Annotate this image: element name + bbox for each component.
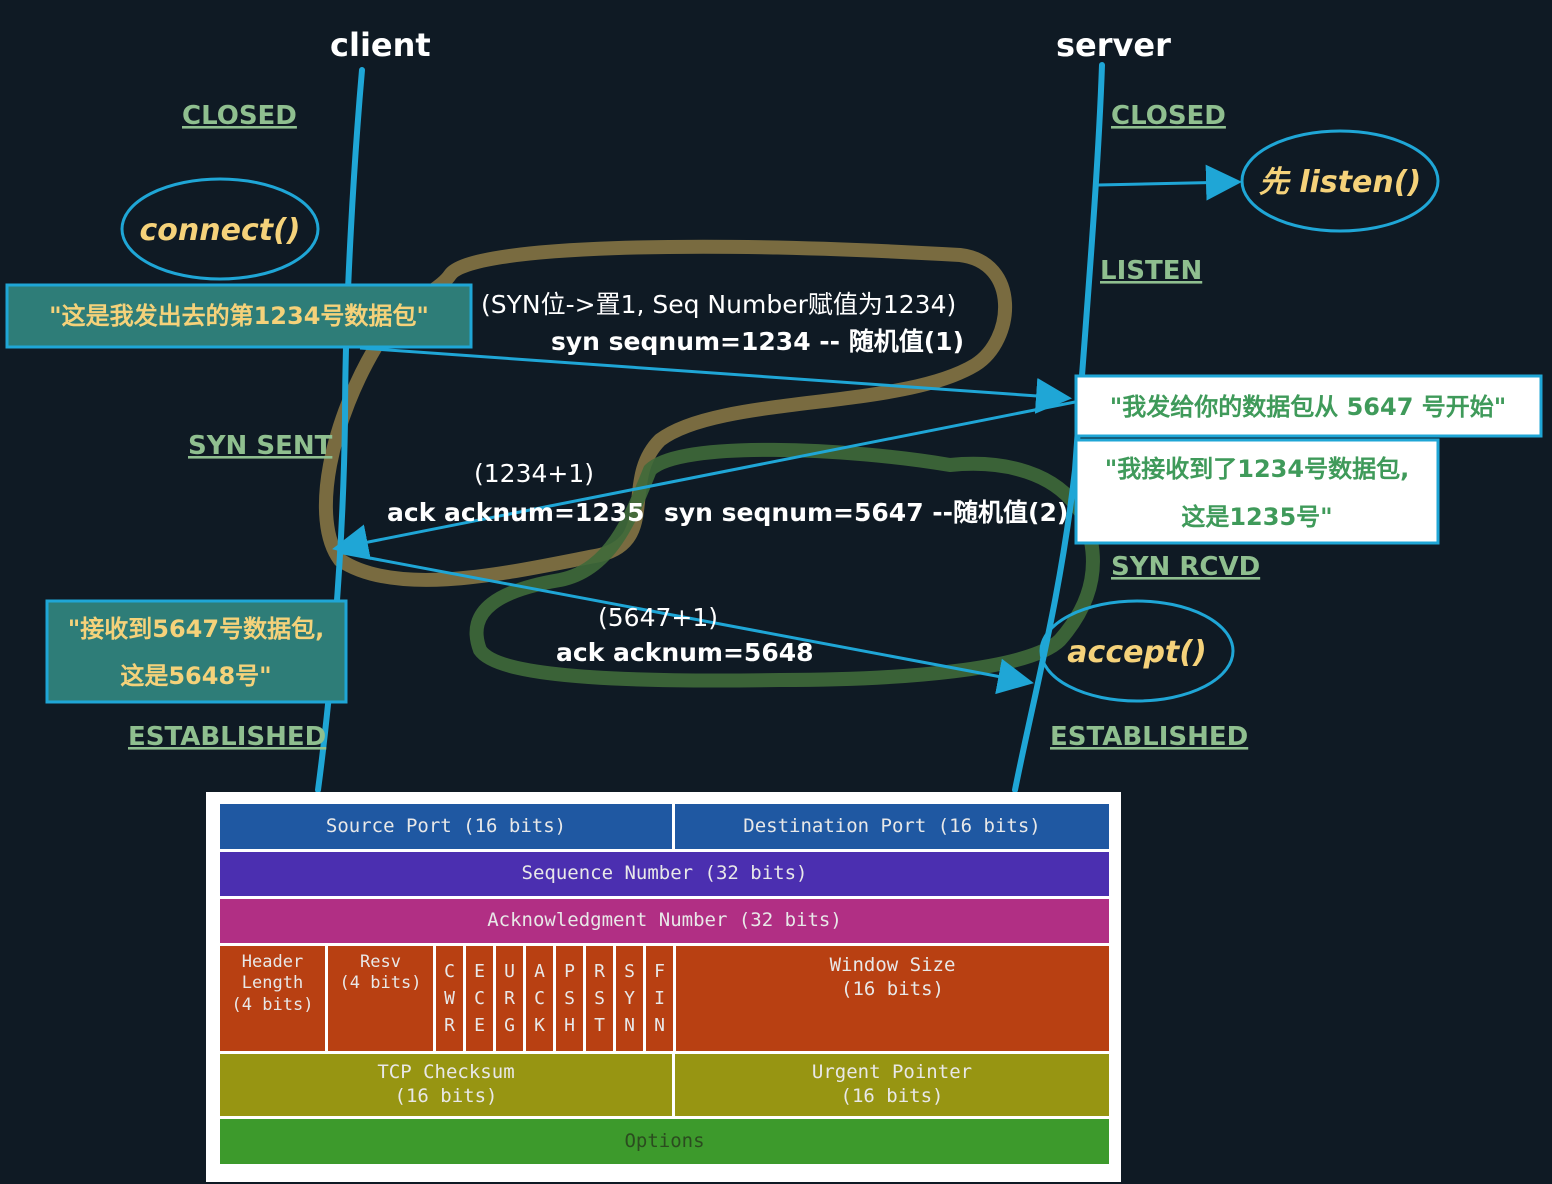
resv-line1: Resv	[360, 952, 401, 972]
syn2-label: syn seqnum=5647 --随机值(2)	[664, 498, 1068, 527]
ack1-calc: (1234+1)	[474, 459, 594, 488]
ack1-label: ack acknum=1235	[387, 498, 645, 527]
urgent-pointer-line1: Urgent Pointer	[811, 1061, 973, 1084]
client-recv-note-box	[45, 599, 348, 704]
listen-ellipse	[1240, 129, 1440, 233]
client-recv-note-line2: 这是5648号"	[120, 662, 271, 690]
header-length-line2: Length	[241, 973, 304, 994]
client-send-note: "这是我发出去的第1234号数据包"	[49, 302, 429, 330]
listen-label: 先 listen()	[1259, 165, 1421, 200]
server-state-listen: LISTEN	[1100, 256, 1202, 286]
window-size-line1: Window Size	[829, 954, 956, 976]
syn-arrow	[359, 346, 1072, 414]
tcp-header-table: Source Port (16 bits) Destination Port (…	[206, 792, 1121, 1182]
ack2-calc: (5647+1)	[598, 603, 718, 632]
client-title: client	[330, 26, 431, 64]
options-cell: Options	[624, 1129, 705, 1152]
destination-port-cell: Destination Port (16 bits)	[743, 814, 1041, 837]
tcp-row-seq: Sequence Number (32 bits)	[220, 852, 1109, 899]
server-recv-note-line1: "我接收到了1234号数据包,	[1105, 455, 1409, 483]
server-start-note-box	[1074, 374, 1543, 438]
header-length-line1: Header	[241, 952, 304, 972]
checksum-cell: TCP Checksum (16 bits)	[220, 1054, 675, 1116]
resv-cell: Resv (4 bits)	[328, 946, 436, 1051]
olive-loop	[318, 239, 1012, 587]
urgent-pointer-line2: (16 bits)	[840, 1085, 944, 1107]
server-recv-note-line2: 这是1235号"	[1181, 503, 1332, 531]
client-state-closed: CLOSED	[182, 101, 297, 131]
server-title: server	[1056, 26, 1171, 64]
syn-ack-arrow	[332, 400, 1076, 560]
server-state-syn-rcvd: SYN RCVD	[1111, 552, 1260, 582]
ack-number-cell: Acknowledgment Number (32 bits)	[487, 909, 842, 932]
window-size-cell: Window Size (16 bits)	[676, 946, 1109, 1051]
server-start-note: "我发给你的数据包从 5647 号开始"	[1110, 393, 1507, 421]
client-state-syn-sent: SYN SENT	[188, 431, 333, 461]
sequence-number-cell: Sequence Number (32 bits)	[521, 862, 808, 885]
tcp-row-options: Options	[220, 1119, 1109, 1164]
checksum-line2: (16 bits)	[394, 1085, 498, 1107]
resv-line2: (4 bits)	[339, 973, 422, 994]
connect-label: connect()	[139, 213, 300, 248]
accept-label: accept()	[1067, 635, 1206, 670]
source-port-cell: Source Port (16 bits)	[220, 804, 675, 849]
accept-ellipse	[1039, 599, 1235, 703]
tcp-row-checksum: TCP Checksum (16 bits) Urgent Pointer (1…	[220, 1054, 1109, 1119]
server-state-closed: CLOSED	[1111, 101, 1226, 131]
header-length-line3: (4 bits)	[231, 994, 314, 1015]
client-send-note-box	[5, 283, 473, 349]
header-length-cell: Header Length (4 bits)	[220, 946, 328, 1051]
server-recv-note-box	[1074, 438, 1440, 545]
client-state-established: ESTABLISHED	[128, 722, 326, 752]
listen-arrow	[1097, 164, 1242, 201]
window-size-line2: (16 bits)	[841, 977, 944, 1000]
server-state-established: ESTABLISHED	[1050, 722, 1248, 752]
tcp-row-ports: Source Port (16 bits) Destination Port (…	[220, 804, 1109, 852]
green-loop	[469, 442, 1100, 688]
tcp-row-ack: Acknowledgment Number (32 bits)	[220, 899, 1109, 946]
checksum-line1: TCP Checksum	[377, 1061, 515, 1084]
ack2-label: ack acknum=5648	[556, 638, 814, 667]
urgent-pointer-cell: Urgent Pointer (16 bits)	[675, 1054, 1109, 1116]
syn-label: syn seqnum=1234 -- 随机值(1)	[551, 327, 964, 356]
client-recv-note-line1: "接收到5647号数据包,	[68, 615, 324, 643]
syn-note: (SYN位->置1, Seq Number赋值为1234)	[481, 290, 956, 319]
connect-ellipse	[120, 177, 320, 281]
ack-arrow	[337, 550, 1034, 695]
